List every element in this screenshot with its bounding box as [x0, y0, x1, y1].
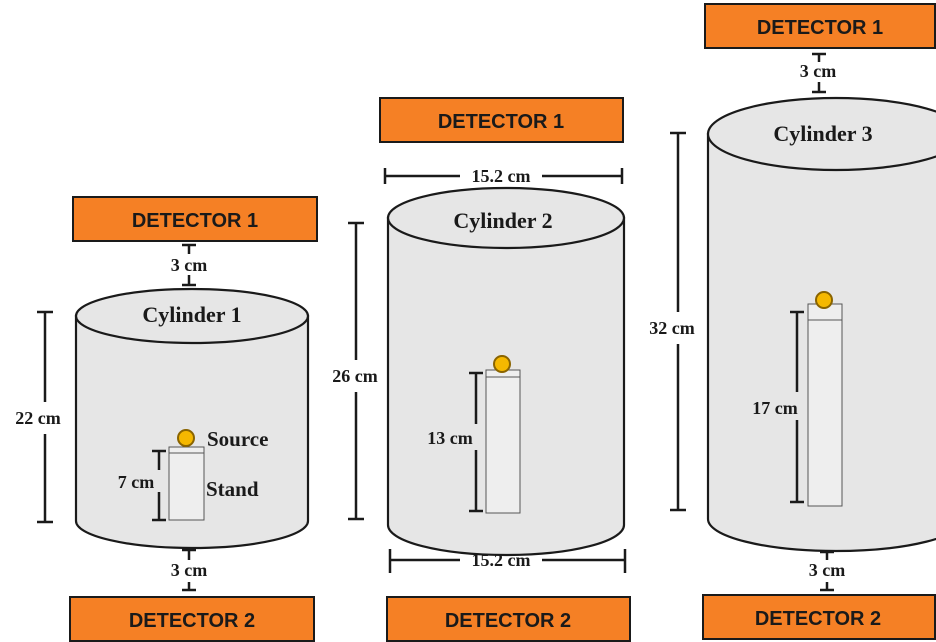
cylinder-1-stand-height-marker [152, 449, 166, 522]
source-label: Source [207, 427, 268, 451]
cylinder-1-group: DETECTOR 1 3 cm Cylinder 1 22 cm [15, 196, 318, 642]
stand-label: Stand [206, 477, 259, 501]
cylinder-2-bottom-diameter-marker [388, 549, 627, 573]
cylinder-3-stand [807, 303, 843, 507]
cylinder-2-top-diameter-marker [383, 168, 624, 184]
cylinder-2-stand-height-marker [469, 371, 483, 513]
cylinder-3-height-marker [670, 131, 686, 512]
cylinder-3-stand-height-label: 17 cm [752, 398, 797, 418]
cylinder-1-detector-1-label: DETECTOR 1 [132, 210, 258, 232]
cylinder-3-bottom-gap-label: 3 cm [809, 560, 845, 580]
cylinder-3-top-gap-marker [812, 52, 826, 94]
cylinder-1-stand-height-label: 7 cm [118, 472, 154, 492]
cylinder-3-top-gap-label: 3 cm [800, 61, 836, 81]
cylinder-2-height-marker [348, 221, 364, 521]
cylinder-3-stand-height-marker [790, 310, 804, 504]
cylinder-3-detector-1 [704, 3, 936, 49]
cylinder-1-source [177, 429, 195, 447]
cylinder-2-top [386, 186, 626, 250]
cylinder-1-detector-2-label: DETECTOR 2 [129, 610, 255, 632]
cylinder-3-height-label: 32 cm [649, 318, 694, 338]
cylinder-2-group: DETECTOR 1 15.2 cm Cylinder 2 26 cm [332, 97, 631, 642]
cylinder-1-top [74, 287, 310, 345]
cylinder-2-height-label: 26 cm [332, 366, 377, 386]
cylinder-2-bottom-diameter-label: 15.2 cm [472, 550, 531, 570]
cylinder-1-bottom-gap-marker [182, 548, 196, 592]
cylinder-2-stand-height-label: 13 cm [427, 428, 472, 448]
cylinder-2-source [493, 355, 511, 373]
cylinder-1-stand [168, 446, 205, 521]
cylinder-3-detector-2 [702, 594, 936, 640]
cylinder-1-top-gap-marker [182, 243, 196, 287]
cylinder-3-source [815, 291, 833, 309]
cylinder-1-height-label: 22 cm [15, 408, 60, 428]
cylinder-2-detector-2 [386, 596, 631, 642]
cylinder-1-detector-1 [72, 196, 318, 242]
cylinder-1-top-gap-label: 3 cm [171, 255, 207, 275]
cylinder-2-top-diameter-label: 15.2 cm [472, 166, 531, 186]
cylinder-2-stand [485, 369, 521, 514]
cylinder-2-name: Cylinder 2 [453, 208, 552, 233]
cylinder-3-name: Cylinder 3 [773, 121, 872, 146]
cylinder-1-detector-2 [69, 596, 315, 642]
cylinder-2-detector-1-label: DETECTOR 1 [438, 111, 564, 133]
cylinder-3-top [706, 96, 936, 172]
cylinder-3-detector-1-label: DETECTOR 1 [757, 17, 883, 39]
cylinder-3-group: DETECTOR 1 3 cm Cylinder 3 32 cm [649, 3, 936, 640]
cylinder-1-bottom-gap-label: 3 cm [171, 560, 207, 580]
cylinder-3-detector-2-label: DETECTOR 2 [755, 608, 881, 630]
cylinder-2-detector-1 [379, 97, 624, 143]
cylinder-2-detector-2-label: DETECTOR 2 [445, 610, 571, 632]
cylinder-3-bottom-gap-marker [820, 550, 834, 592]
cylinder-1-name: Cylinder 1 [142, 302, 241, 327]
cylinder-1-height-marker [37, 310, 53, 524]
